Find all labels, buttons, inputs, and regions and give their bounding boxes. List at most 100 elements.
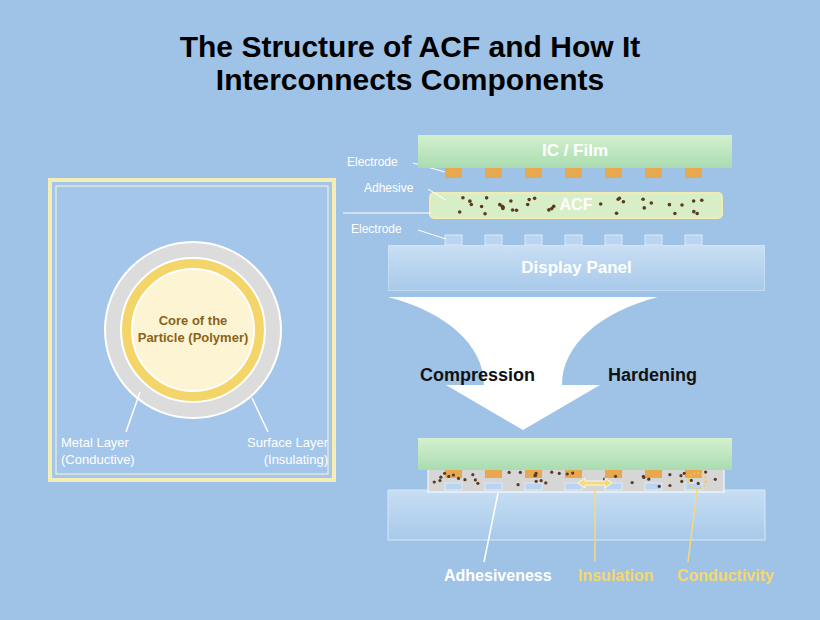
particle <box>458 210 462 214</box>
particle <box>476 482 479 485</box>
particle <box>631 481 634 484</box>
node-text: Core of the Particle (Polymer) <box>136 313 250 347</box>
detail-panel <box>50 180 334 480</box>
particle <box>558 472 561 475</box>
electrode <box>645 470 662 478</box>
particle <box>463 478 466 481</box>
particle <box>457 477 460 480</box>
node-text: Display Panel <box>521 257 632 279</box>
particle <box>642 476 645 479</box>
particle <box>571 471 574 474</box>
leader-line <box>252 398 268 432</box>
particle <box>468 199 472 203</box>
leader-line <box>126 392 140 432</box>
particle <box>501 205 505 209</box>
particle <box>668 473 671 476</box>
node-text: IC / Film <box>542 140 608 162</box>
metal-layer <box>121 258 265 402</box>
particle <box>616 198 620 202</box>
particle <box>668 484 671 487</box>
leader-line <box>688 490 697 562</box>
particle <box>509 199 513 203</box>
electrode <box>685 168 702 178</box>
particle <box>498 203 502 207</box>
particle <box>679 474 682 477</box>
band <box>388 245 765 291</box>
particle <box>683 472 686 475</box>
particle <box>642 206 646 210</box>
label: Hardening <box>608 364 718 387</box>
node-text: ACF <box>560 195 593 216</box>
particle <box>692 199 696 203</box>
particle <box>650 201 654 205</box>
particle <box>516 483 519 486</box>
label: Insulation <box>578 565 673 586</box>
electrode <box>565 470 582 478</box>
particle <box>452 473 455 476</box>
particle <box>680 203 684 207</box>
electrode <box>445 470 462 478</box>
particle <box>622 200 626 204</box>
particle <box>690 479 693 482</box>
electrode <box>485 470 502 478</box>
particle <box>527 198 531 202</box>
electrode <box>645 168 662 178</box>
insulation-arrow <box>578 478 612 488</box>
particle <box>433 480 436 483</box>
particle <box>700 198 704 202</box>
particle <box>461 196 465 200</box>
particle <box>566 472 569 475</box>
surface-layer <box>105 242 281 418</box>
particle <box>658 485 661 488</box>
electrode <box>645 483 662 490</box>
particle <box>680 480 683 483</box>
electrode <box>685 235 702 245</box>
particle <box>471 473 474 476</box>
particle <box>647 478 650 481</box>
ic-film-bonded <box>418 438 732 470</box>
particle <box>544 481 547 484</box>
label: Adhesive <box>364 180 426 196</box>
particle <box>614 475 617 478</box>
leader-line <box>418 230 446 239</box>
particle <box>533 197 537 201</box>
detail-panel-inner <box>56 186 328 474</box>
electrode <box>445 168 462 178</box>
label: Electrode <box>347 154 413 170</box>
electrode <box>485 483 502 490</box>
electrode <box>525 470 542 478</box>
leader-line <box>343 213 431 214</box>
particle <box>695 212 699 216</box>
particle <box>692 210 696 214</box>
particle <box>550 207 554 211</box>
particle <box>550 471 553 474</box>
leader-line <box>594 489 596 562</box>
electrode <box>605 168 622 178</box>
label: Surface Layer (Insulating) <box>220 434 328 468</box>
band <box>418 135 732 168</box>
particle <box>515 208 519 212</box>
particles <box>458 196 704 216</box>
particle <box>443 472 446 475</box>
electrode <box>485 168 502 178</box>
electrode <box>445 235 462 245</box>
electrode <box>565 168 582 178</box>
electrode <box>525 235 542 245</box>
particle <box>599 202 603 206</box>
particle <box>697 482 700 485</box>
particle-core: Core of the Particle (Polymer) <box>131 268 255 392</box>
electrode <box>485 235 502 245</box>
label: Compression <box>420 364 550 387</box>
particle <box>508 471 511 474</box>
particle <box>447 475 450 478</box>
electrode <box>525 168 542 178</box>
process-arrow <box>388 297 658 430</box>
electrode <box>525 483 542 490</box>
particle <box>439 476 442 479</box>
particle <box>704 471 707 474</box>
cured-adhesive <box>428 468 724 492</box>
particle <box>483 212 487 216</box>
particle <box>615 211 619 215</box>
electrode <box>605 235 622 245</box>
